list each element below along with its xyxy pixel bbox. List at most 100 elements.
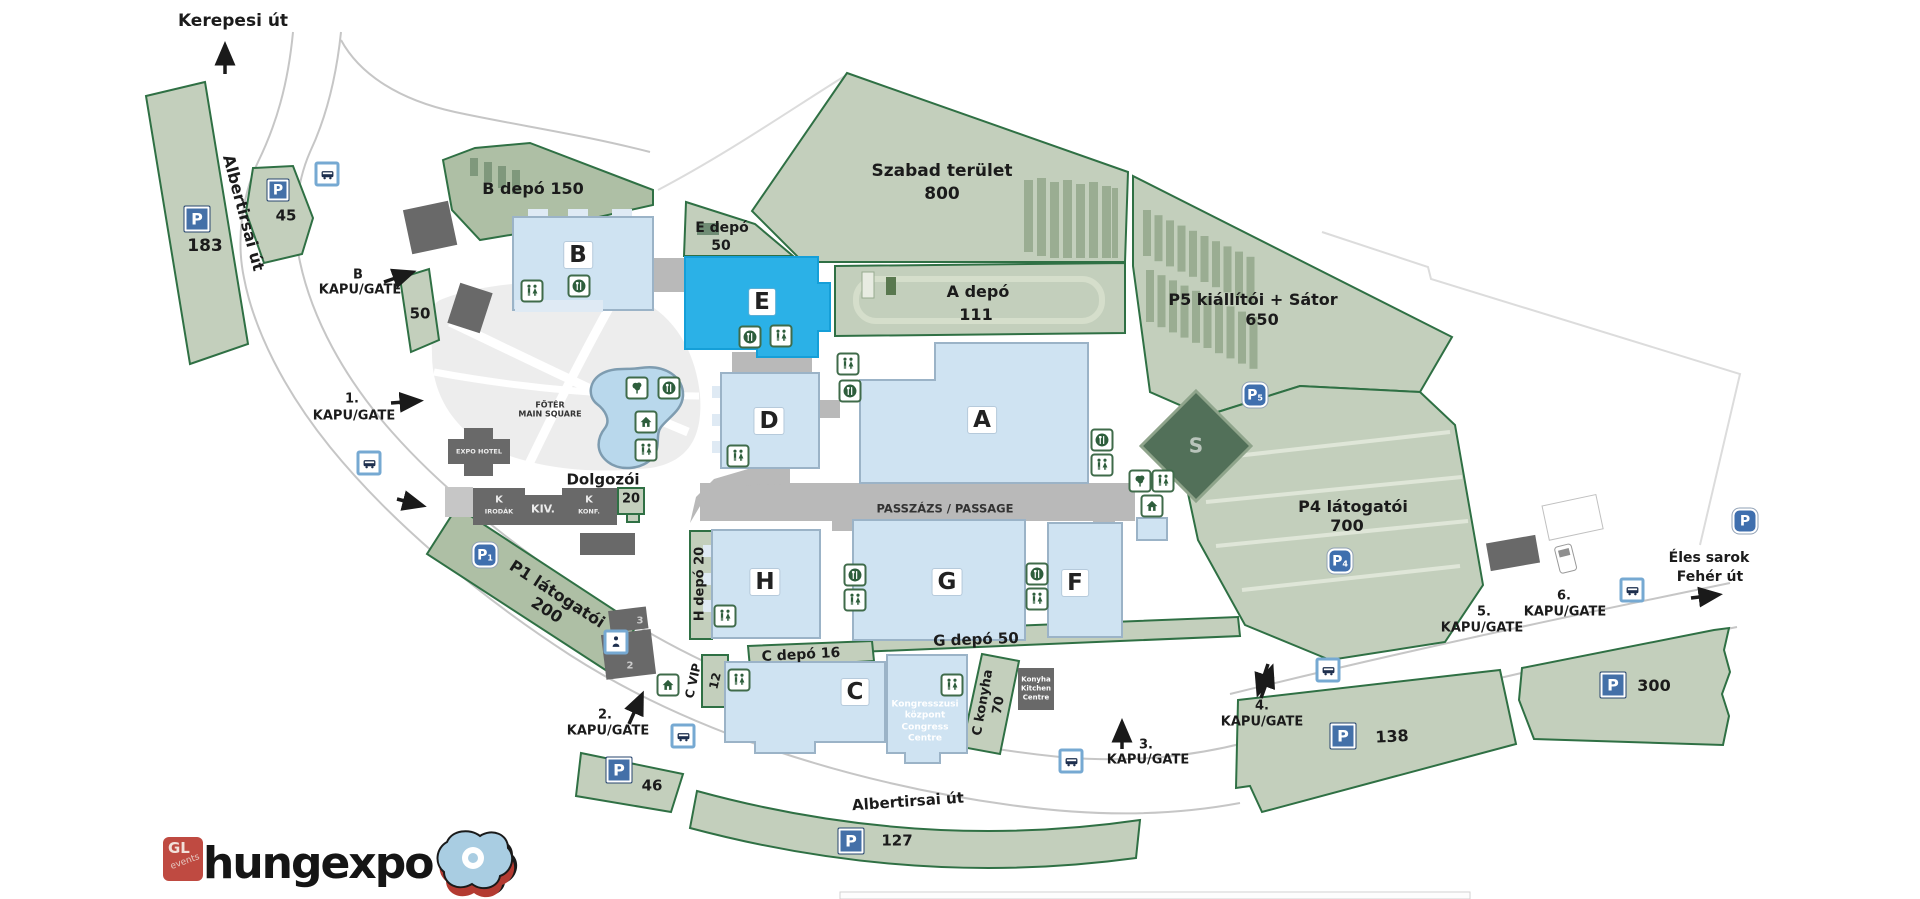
gate-b-kapu: KAPU/GATE <box>318 282 402 298</box>
wc-icon[interactable] <box>940 673 964 697</box>
restaurant-icon[interactable] <box>1090 428 1114 452</box>
bus-stop-icon[interactable] <box>1619 577 1645 603</box>
parking-sign-p127-icon[interactable]: P <box>837 827 865 855</box>
park-tree-icon[interactable] <box>625 376 649 400</box>
house-icon[interactable] <box>634 410 658 434</box>
hall-label-c[interactable]: C <box>841 679 869 705</box>
hall-label-f[interactable]: F <box>1062 570 1088 596</box>
wc-icon[interactable] <box>1151 469 1175 493</box>
gl-logo-text: GL <box>168 839 190 857</box>
hall-label-h[interactable]: H <box>750 569 780 595</box>
hungexpo-logo-splat <box>436 830 518 898</box>
wc-icon[interactable] <box>1025 587 1049 611</box>
label-k-konf-k: K <box>585 494 593 506</box>
label-main-square: MAIN SQUARE <box>518 409 582 419</box>
p-letter: P <box>1337 726 1349 746</box>
wc-icon[interactable] <box>713 604 737 628</box>
gate-4-kapu: KAPU/GATE <box>1220 714 1304 730</box>
parking-sign-p138-icon[interactable]: P <box>1329 722 1357 750</box>
parking-sign-p183-icon[interactable]: P <box>183 205 211 233</box>
wc-icon[interactable] <box>1090 453 1114 477</box>
bus-stop-icon[interactable] <box>670 723 696 749</box>
bus-stop-icon[interactable] <box>1315 657 1341 683</box>
gate-2-kapu: KAPU/GATE <box>566 723 650 739</box>
direction-arrows <box>214 41 1723 749</box>
parking-area-p45[interactable] <box>244 164 315 265</box>
hungexpo-wordmark: hungexpo <box>203 838 434 889</box>
p4-lane-lines <box>1205 430 1469 592</box>
kitchen-line: Konyha <box>1021 675 1051 684</box>
ticket-office-icon[interactable] <box>603 629 629 655</box>
label-building-2: 2 <box>626 660 634 672</box>
parking-capacity-46: 46 <box>641 776 663 795</box>
wc-icon[interactable] <box>843 588 867 612</box>
gate-b-label: B <box>353 267 363 283</box>
wc-icon[interactable] <box>727 668 751 692</box>
wc-icon[interactable] <box>836 352 860 376</box>
label-congress-centre: Kongresszusi központ Congress Centre <box>891 700 958 745</box>
hall-label-e[interactable]: E <box>749 289 775 315</box>
arrow-gate-2-icon <box>624 690 644 725</box>
connector-d-a <box>820 400 840 418</box>
label-p4-area-num: 700 <box>1330 515 1364 535</box>
parking-area-p127[interactable] <box>688 789 1142 869</box>
parking-capacity-138: 138 <box>1374 725 1410 747</box>
parking-sign-p45-icon[interactable]: P <box>266 178 290 202</box>
p-sub: 4 <box>1342 559 1348 569</box>
k-irodak-shape <box>473 488 525 525</box>
label-h-depo: H depó 20 <box>692 546 708 622</box>
area-szabad-terulet[interactable] <box>750 71 1130 263</box>
restaurant-icon[interactable] <box>1025 562 1049 586</box>
park-tree-icon[interactable] <box>1128 469 1152 493</box>
restaurant-icon[interactable] <box>838 379 862 403</box>
congress-line: központ <box>904 710 946 721</box>
parking-sign-northeast-icon[interactable]: P <box>1732 508 1758 534</box>
wc-icon[interactable] <box>520 279 544 303</box>
gate-3-kapu: KAPU/GATE <box>1106 752 1190 768</box>
gate-b-strip[interactable] <box>398 267 441 354</box>
parking-sign-p46-icon[interactable]: P <box>605 756 633 784</box>
a-depo-structure <box>861 271 875 299</box>
label-e-depo: E depó <box>695 219 749 236</box>
p-sub: 5 <box>1257 393 1263 403</box>
bus-stop-icon[interactable] <box>314 161 340 187</box>
label-a-depo-num: 111 <box>959 304 993 324</box>
expo-hotel-shape <box>464 428 493 476</box>
bus-stop-icon[interactable] <box>1058 748 1084 774</box>
restaurant-icon[interactable] <box>657 376 681 400</box>
restaurant-icon[interactable] <box>567 274 591 298</box>
p-letter: P <box>1607 675 1619 695</box>
passage-tab <box>832 521 854 531</box>
wc-icon[interactable] <box>726 444 750 468</box>
house-icon[interactable] <box>1140 494 1164 518</box>
hall-label-d[interactable]: D <box>754 408 784 434</box>
service-building <box>402 200 458 255</box>
parking-capacity-300: 300 <box>1637 675 1671 695</box>
label-a-depo: A depó <box>946 281 1010 301</box>
e-depo-structure <box>697 223 719 235</box>
p5-hatches <box>1143 210 1258 369</box>
label-szabad-terulet-num: 800 <box>924 184 960 205</box>
hall-label-g[interactable]: G <box>932 569 962 595</box>
passage-info-box <box>1136 517 1168 541</box>
restaurant-icon[interactable] <box>843 563 867 587</box>
depot-area-b[interactable] <box>441 141 654 242</box>
bus-stop-icon[interactable] <box>356 450 382 476</box>
parking-sign-p300-icon[interactable]: P <box>1599 671 1627 699</box>
wc-icon[interactable] <box>769 324 793 348</box>
restaurant-icon[interactable] <box>738 325 762 349</box>
c-konyha-box[interactable] <box>960 652 1021 756</box>
passage-curve <box>690 467 790 523</box>
house-icon[interactable] <box>656 673 680 697</box>
dolgozoi-box[interactable] <box>617 487 645 515</box>
hall-label-a[interactable]: A <box>968 407 996 433</box>
plaza-path <box>523 289 622 468</box>
wc-icon[interactable] <box>634 438 658 462</box>
hall-label-b[interactable]: B <box>564 242 592 268</box>
parking-area-p138[interactable] <box>1234 668 1518 814</box>
label-dolgozoi-num: 20 <box>621 491 641 507</box>
